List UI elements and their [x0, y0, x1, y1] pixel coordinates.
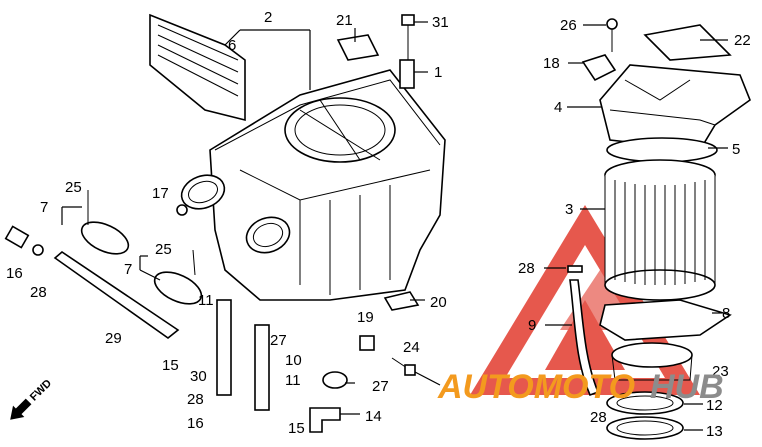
seal-ring-5 [606, 137, 718, 163]
ring-12 [606, 391, 684, 415]
callout-7-lower: 7 [124, 261, 132, 278]
callout-25-lower: 25 [155, 241, 172, 258]
cover-plate [149, 13, 246, 122]
callout-13: 13 [706, 423, 723, 440]
callout-3: 3 [565, 201, 573, 218]
elbow-14 [309, 407, 341, 433]
fwd-label: FWD [28, 377, 54, 403]
callout-15-left: 15 [162, 357, 179, 374]
callout-1: 1 [434, 64, 442, 81]
gasket-21 [336, 34, 380, 61]
callout-28-mid: 28 [187, 391, 204, 408]
bracket-20 [383, 291, 420, 311]
callout-28-right-upper: 28 [518, 260, 535, 277]
clip-17 [176, 204, 188, 216]
callout-27-right: 27 [372, 378, 389, 395]
bolt-and-breather-tube [399, 14, 415, 89]
watermark-text: AUTOMOTO HUB [437, 368, 724, 406]
callout-14: 14 [365, 408, 382, 425]
lower-adapter [611, 342, 693, 381]
callout-8: 8 [722, 305, 730, 322]
callout-labels: 2 6 21 31 1 26 22 18 4 5 3 17 25 7 25 7 … [6, 9, 751, 440]
watermark-text-orange: AUTOMOTO [437, 368, 635, 406]
clip-28-right [567, 265, 583, 273]
callout-7-upper: 7 [40, 199, 48, 216]
callout-30: 30 [190, 368, 207, 385]
callout-28-left: 28 [30, 284, 47, 301]
callout-10: 10 [285, 352, 302, 369]
callout-11-upper: 11 [198, 292, 214, 309]
callout-17: 17 [152, 185, 169, 202]
drain-tube-9 [569, 279, 600, 397]
callout-26: 26 [560, 17, 577, 34]
callout-12: 12 [706, 397, 723, 414]
plug-16-left [4, 225, 30, 249]
small-tube-10 [254, 324, 270, 411]
callout-9: 9 [528, 317, 536, 334]
callout-16-left: 16 [6, 265, 23, 282]
callout-27-left: 27 [270, 332, 287, 349]
screw-25-lower [192, 249, 196, 276]
callout-4: 4 [554, 99, 562, 116]
callout-6: 6 [228, 37, 236, 54]
callout-16-mid: 16 [187, 415, 204, 432]
leader-lines [61, 21, 728, 431]
filter-element [604, 159, 716, 301]
clamp-7-upper [80, 221, 130, 255]
callout-25-upper: 25 [65, 179, 82, 196]
screw-26 [606, 18, 618, 52]
callout-19: 19 [357, 309, 374, 326]
intake-tube-upper [180, 174, 226, 210]
hose-29 [53, 250, 180, 340]
clip-28-left [32, 244, 44, 256]
forward-direction-arrow: FWD [10, 377, 54, 420]
clip-18 [581, 54, 617, 82]
callout-22: 22 [734, 32, 751, 49]
bolt-24 [391, 357, 416, 376]
cap-19 [359, 335, 375, 351]
clamp-27-right [322, 371, 348, 389]
decal-22 [643, 24, 732, 61]
callout-31: 31 [432, 14, 449, 31]
filter-base-plate [599, 299, 732, 341]
callout-24: 24 [403, 339, 420, 356]
callout-18: 18 [543, 55, 560, 72]
callout-29: 29 [105, 330, 122, 347]
callout-15-mid: 15 [288, 420, 305, 437]
callout-2: 2 [264, 9, 272, 26]
small-tube-30 [216, 299, 232, 396]
callout-11-lower: 11 [285, 372, 301, 389]
callout-20: 20 [430, 294, 447, 311]
watermark-text-gray: HUB [650, 368, 724, 406]
intake-tube-lower [245, 216, 291, 254]
callout-21: 21 [336, 12, 353, 29]
filter-cover [599, 64, 751, 151]
callout-28-right-lower: 28 [590, 409, 607, 426]
ring-13 [606, 416, 684, 440]
callout-5: 5 [732, 141, 740, 158]
callout-23: 23 [712, 363, 729, 380]
